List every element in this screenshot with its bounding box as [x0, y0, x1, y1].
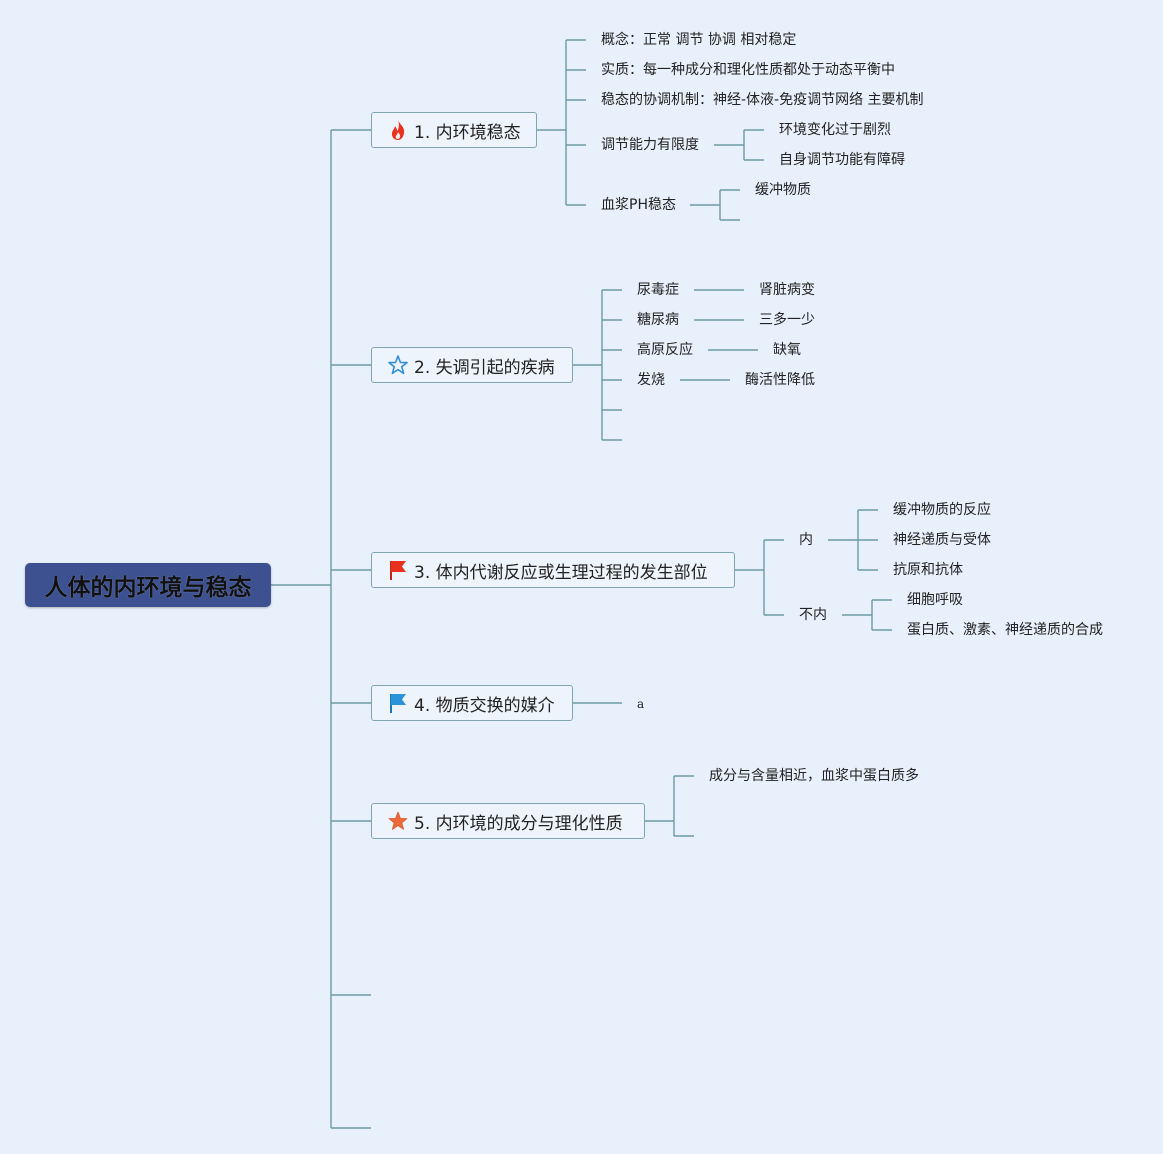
leaf-a[interactable]: a: [637, 697, 645, 711]
leaf-uremia[interactable]: 尿毒症: [637, 282, 679, 298]
branch-topic-5[interactable]: 5. 内环境的成分与理化性质: [371, 803, 645, 839]
leaf-synthesis[interactable]: 蛋白质、激素、神经递质的合成: [907, 622, 1103, 638]
leaf-buffer-reaction[interactable]: 缓冲物质的反应: [893, 502, 991, 518]
branch-label: 5. 内环境的成分与理化性质: [414, 813, 623, 834]
red-flag-icon: [388, 559, 408, 581]
root-topic[interactable]: 人体的内环境与稳态: [25, 563, 271, 607]
leaf-inside[interactable]: 内: [799, 532, 813, 548]
leaf-kidney[interactable]: 肾脏病变: [759, 282, 815, 298]
orange-star-icon: [388, 810, 408, 832]
branch-label: 4. 物质交换的媒介: [414, 695, 555, 716]
fire-icon: [388, 119, 408, 141]
leaf-fever[interactable]: 发烧: [637, 372, 665, 388]
branch-topic-4[interactable]: 4. 物质交换的媒介: [371, 685, 573, 721]
branch-label: 2. 失调引起的疾病: [414, 357, 555, 378]
leaf-mechanism[interactable]: 稳态的协调机制：神经-体液-免疫调节网络 主要机制: [601, 92, 924, 108]
leaf-respiration[interactable]: 细胞呼吸: [907, 592, 963, 608]
blue-flag-icon: [388, 692, 408, 714]
leaf-composition[interactable]: 成分与含量相近，血浆中蛋白质多: [709, 768, 919, 784]
leaf-env-change[interactable]: 环境变化过于剧烈: [779, 122, 891, 138]
branch-topic-1[interactable]: 1. 内环境稳态: [371, 112, 537, 148]
leaf-not-inside[interactable]: 不内: [799, 607, 827, 623]
leaf-enzyme[interactable]: 酶活性降低: [745, 372, 815, 388]
leaf-self-regulation[interactable]: 自身调节功能有障碍: [779, 152, 905, 168]
leaf-hypoxia[interactable]: 缺氧: [773, 342, 801, 358]
leaf-altitude[interactable]: 高原反应: [637, 342, 693, 358]
branch-topic-2[interactable]: 2. 失调引起的疾病: [371, 347, 573, 383]
branch-label: 3. 体内代谢反应或生理过程的发生部位: [414, 562, 708, 583]
branch-label: 1. 内环境稳态: [414, 122, 521, 143]
leaf-essence[interactable]: 实质：每一种成分和理化性质都处于动态平衡中: [601, 62, 895, 78]
leaf-neurotransmitter[interactable]: 神经递质与受体: [893, 532, 991, 548]
leaf-antigen[interactable]: 抗原和抗体: [893, 562, 963, 578]
leaf-symptoms[interactable]: 三多一少: [759, 312, 815, 328]
leaf-buffer[interactable]: 缓冲物质: [755, 182, 811, 198]
leaf-regulation-limit[interactable]: 调节能力有限度: [601, 137, 699, 153]
branch-topic-3[interactable]: 3. 体内代谢反应或生理过程的发生部位: [371, 552, 735, 588]
star-outline-icon: [388, 354, 408, 376]
root-title: 人体的内环境与稳态: [44, 575, 252, 601]
leaf-plasma-ph[interactable]: 血浆PH稳态: [601, 197, 676, 213]
leaf-concept[interactable]: 概念：正常 调节 协调 相对稳定: [601, 32, 797, 48]
leaf-diabetes[interactable]: 糖尿病: [637, 312, 679, 328]
